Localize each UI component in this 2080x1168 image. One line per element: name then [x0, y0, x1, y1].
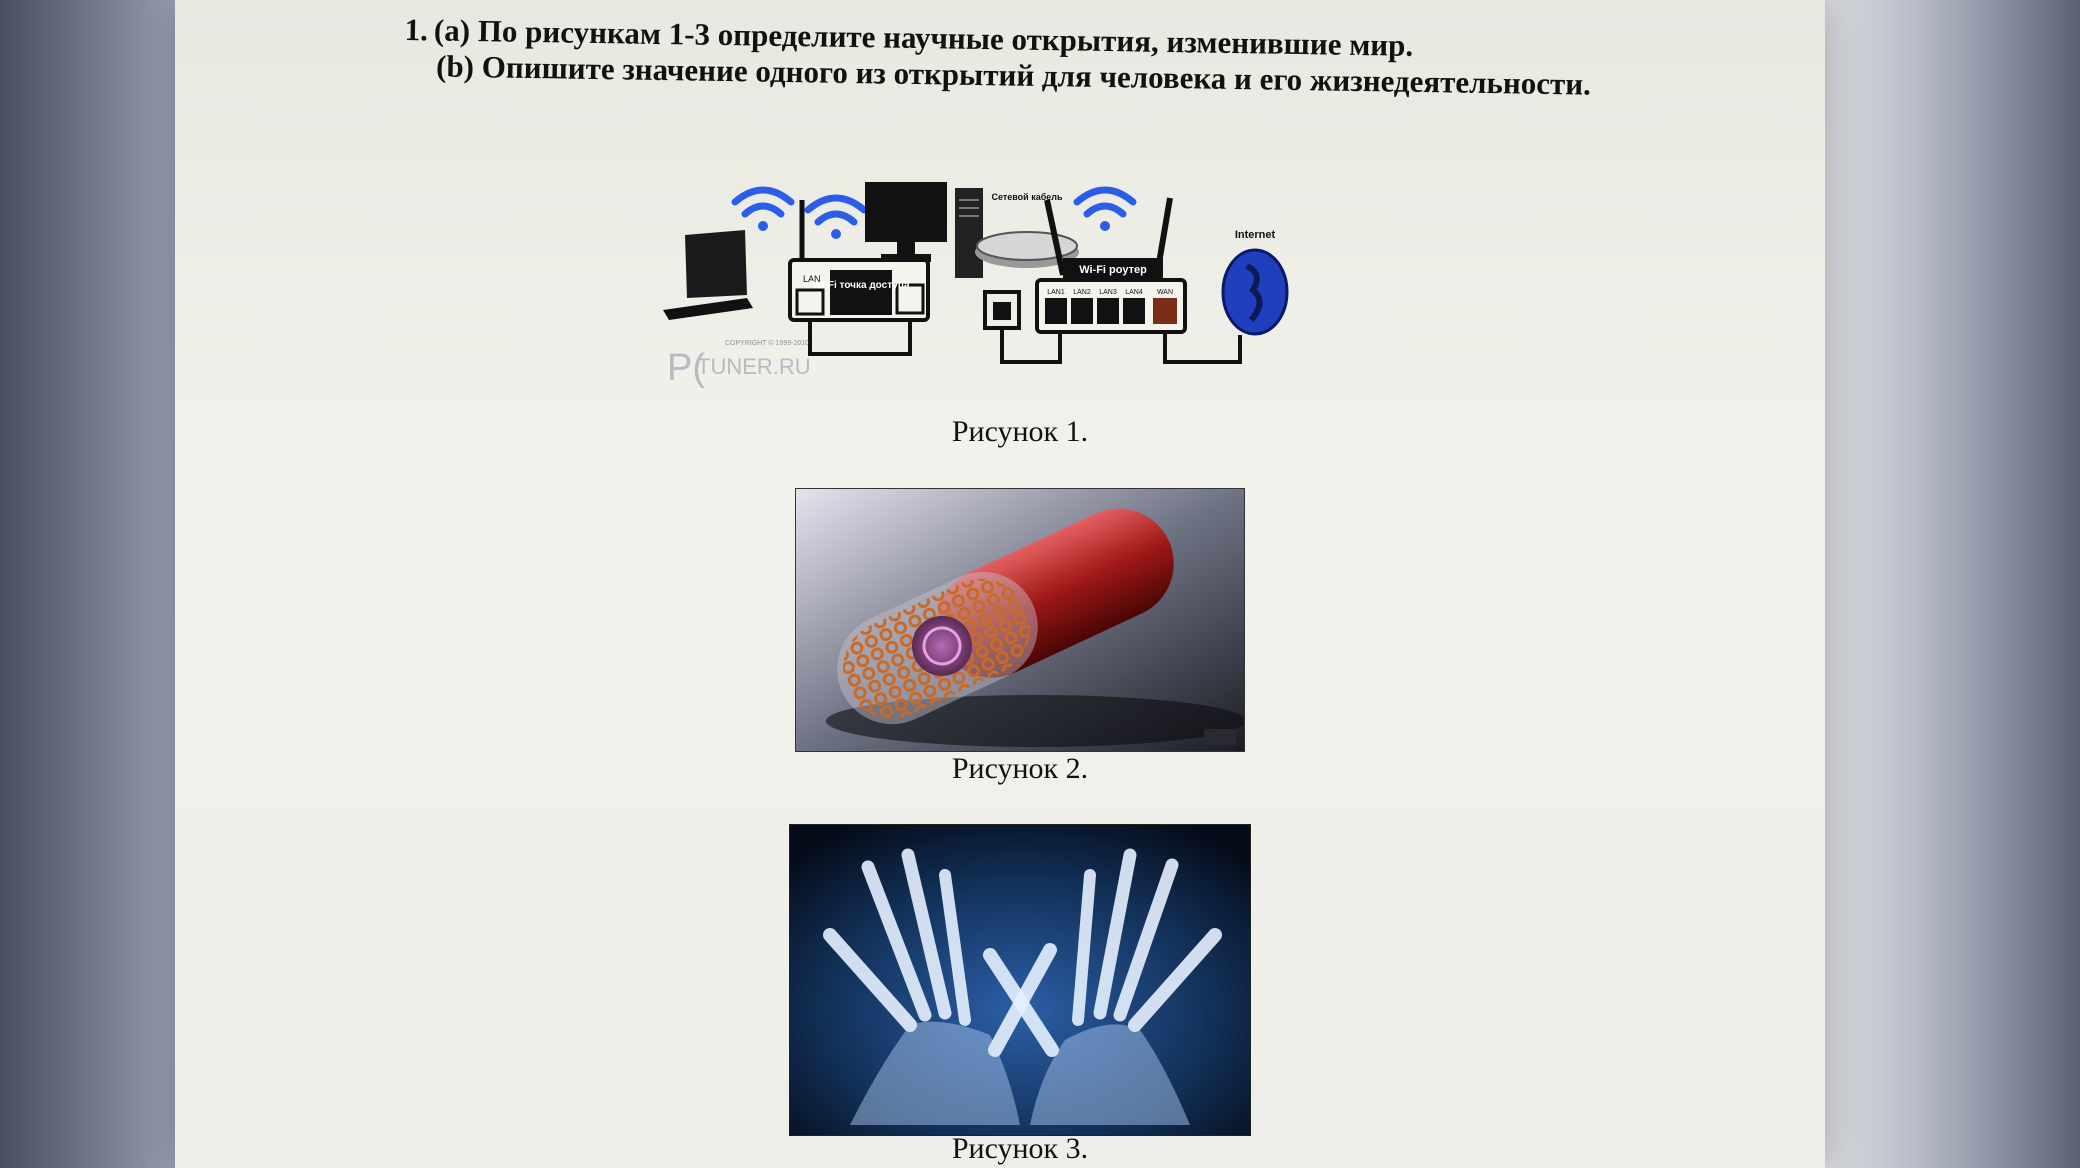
copyright-text: COPYRIGHT © 1999-2010 — [725, 339, 809, 347]
xray-right-hand — [983, 848, 1222, 1125]
lan-label: LAN — [803, 274, 821, 284]
port-label: LAN4 — [1125, 289, 1143, 296]
desktop-computer-icon — [865, 182, 983, 278]
port-label: LAN1 — [1047, 289, 1065, 296]
svg-text:P(: P( — [667, 347, 705, 389]
router-icon: Wi-Fi роутер LAN1 LAN2 LAN3 LAN4 WAN — [1035, 197, 1187, 334]
modem-icon: Сетевой кабель — [975, 192, 1079, 330]
port-label: LAN3 — [1099, 289, 1117, 296]
wifi-signal-icon — [1073, 186, 1137, 231]
task-number: 1. — [404, 12, 429, 48]
figure1-network-diagram: LAN Wi-Fi точка доступа Сетевой кабель — [663, 182, 1289, 389]
net-cable-label: Сетевой кабель — [991, 192, 1063, 202]
watermark-text: TUNER.RU — [697, 354, 811, 379]
task-text: 1.(a) По рисункам 1-3 определите научные… — [404, 12, 1705, 104]
figure1-caption: Рисунок 1. — [951, 415, 1089, 448]
internet-label: Internet — [1235, 229, 1276, 241]
xray-left-hand — [823, 848, 1057, 1125]
port-label: LAN2 — [1073, 289, 1091, 296]
figure3-caption: Рисунок 3. — [951, 1132, 1089, 1165]
figure2-nanocapsule-image — [795, 488, 1245, 752]
internet-globe-icon: Internet — [1221, 229, 1289, 336]
port-label: WAN — [1157, 289, 1173, 296]
watermark: P( TUNER.RU COPYRIGHT © 1999-2010 — [667, 339, 811, 389]
figure3-xray-hands-image — [789, 824, 1251, 1136]
access-point-label: Wi-Fi точка доступа — [812, 280, 910, 291]
figure2-caption: Рисунок 2. — [951, 752, 1089, 785]
document-page: 1.(a) По рисункам 1-3 определите научные… — [175, 0, 1825, 1168]
wifi-signal-icon — [731, 186, 795, 231]
laptop-icon — [663, 230, 753, 320]
cable-lines — [808, 320, 1242, 364]
access-point-icon: LAN Wi-Fi точка доступа — [788, 200, 930, 322]
router-label: Wi-Fi роутер — [1079, 264, 1147, 276]
wifi-signal-icon — [804, 194, 868, 239]
